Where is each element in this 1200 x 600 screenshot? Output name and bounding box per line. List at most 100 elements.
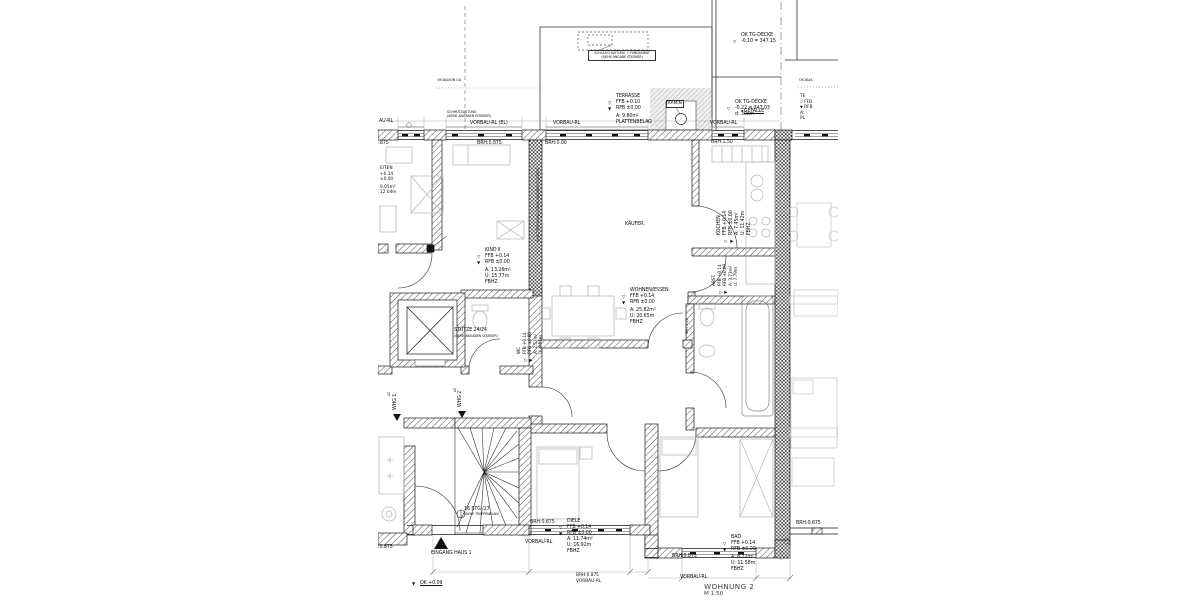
ok-balkon-label: OK BALKON OG xyxy=(437,78,461,82)
room-area: A: 11.74m² xyxy=(567,536,593,542)
brh-top-left-text: BRH:0.875 xyxy=(378,141,389,146)
room-ffb: FFB +0.14 xyxy=(522,332,528,354)
brh-bottom-right-text: BRH:0.875 xyxy=(672,554,697,559)
vorbau-rl-top-text: VORBAU-RL xyxy=(553,121,581,126)
markers xyxy=(393,235,466,549)
door-arcs xyxy=(397,205,738,532)
level-open-icon: ▽ xyxy=(608,99,612,105)
vorbau-rl-bottom-center: VORBAU-RL xyxy=(525,540,552,545)
room-label-neighbor-left: EITEN +0.14 ±0.00 9.05m² 12.04m xyxy=(380,166,397,196)
title-scale: M 1:50 xyxy=(704,591,724,597)
room-label-kind2: KIND II ▽FFB +0.14 ▼RFB ±0.00 A: 13.26m²… xyxy=(477,248,838,286)
level-filled-icon: ▼ xyxy=(412,580,416,586)
room-ffb: FFB +0.14 xyxy=(722,210,728,235)
vorbau-bottom-center-text: VORBAU-RL xyxy=(525,540,553,545)
room-label-neighbor-right: TE ▽ FFB ▼ RFB A: PL xyxy=(800,94,813,122)
stuetze-note: STÜTZE 24/24 (SIEHE ANGABEN STATIKER) xyxy=(446,328,838,338)
room-label-wc: WC ▽FFB +0.14 ▼RFB ±0.00 A: 2.57m² U: 6.… xyxy=(517,332,545,362)
vorbau-rl-top-label: VORBAU-RL xyxy=(553,121,580,126)
brh-label-top-center: BRH:0.875 xyxy=(477,141,502,146)
room-label-diele: DIELE ▽FFB +0.14 ▼RFB ±0.00 A: 11.74m² U… xyxy=(559,519,838,555)
nl-line: 9.05m² xyxy=(380,184,396,190)
room-rfb: RFB ±0.00 xyxy=(723,263,729,286)
room-name: WOHNEN/ESSEN xyxy=(630,288,669,294)
vorbau-rl-bottom-right: VORBAU-RL xyxy=(680,575,707,580)
room-heating: FBHZ xyxy=(746,222,752,235)
brh-label-bottom-center: BRH:0.875 xyxy=(530,520,555,525)
room-area: A: 9.80m² xyxy=(616,113,639,119)
level-filled-icon: ▼ xyxy=(622,299,626,305)
room-heating: FBHZ xyxy=(485,279,498,285)
nl-line: ±0.00 xyxy=(380,177,394,183)
room-label-abst: ABST. ▽FFB +0.14 ▼RFB ±0.00 A: 3.73m² U:… xyxy=(712,264,740,294)
brh-label-bottom-left: BRH:0.875 xyxy=(378,545,393,550)
elevator xyxy=(389,292,466,368)
brh-top-center-text: BRH:0.875 xyxy=(477,141,502,146)
brh-150-label: BRH:1.50 xyxy=(711,140,733,145)
room-perimeter: U: 7.79m xyxy=(734,267,740,286)
brh-bottom-center-text: BRH:0.875 xyxy=(530,520,555,525)
floorplan-crop-area: AU-RL SCHMUTZLEITUNG (SIEHE ANGABEN STAT… xyxy=(378,0,838,600)
trennwand-note: WHG-TRENNWAND (SIEHE ANGABEN STATIKER) xyxy=(536,168,540,242)
kamin-text: KAMIN xyxy=(668,101,682,106)
ramp-structure xyxy=(711,0,838,130)
walls-layer xyxy=(378,139,791,559)
brh-000-text: BRH:0.00 xyxy=(545,141,567,146)
eingang-text: EINGANG HAUS 1 xyxy=(431,551,472,556)
stuetze-line2: (SIEHE ANGABEN STATIKER) xyxy=(454,333,498,338)
whg1-text: WHG 1 xyxy=(393,393,398,410)
au-rl-text: AU-RL xyxy=(379,119,394,124)
brh-150-text: BRH:1.50 xyxy=(711,140,733,145)
nl-line: +0.14 xyxy=(380,171,394,177)
level-open-icon: ▽ xyxy=(722,239,728,243)
ok-balkon-right-label: OK BALK xyxy=(799,78,813,82)
vorbau-rl-ramp-text: VORBAU-RL xyxy=(710,121,738,126)
brh-label-far-right: BRH:0.875 xyxy=(796,521,821,526)
ok-aufzug-text: OK +0.09 xyxy=(420,580,443,586)
schlauch-line2: (SIEHE ANGABE STATIKER) xyxy=(601,55,643,60)
gefaelle-text: GEFÄLLE xyxy=(743,109,765,114)
brh-label-bottom-right: BRH:0.875 xyxy=(672,554,697,559)
room-finish: PLATTENBELAG xyxy=(616,119,652,125)
level-filled-icon: ▼ xyxy=(477,259,481,265)
room-rfb: RFB ±0.00 xyxy=(485,259,510,265)
nr-line: PL xyxy=(800,116,805,122)
room-heating: FBHZ xyxy=(567,548,580,554)
nr-line: TE xyxy=(800,94,806,99)
floorplan-drawing xyxy=(378,0,838,582)
brh-label-top-left: BRH:0.875 xyxy=(378,141,389,146)
whg1-marker: WHG 1 xyxy=(393,394,398,410)
leitung-line1: SCHMUTZLEITUNG xyxy=(447,110,477,114)
vorbau-bottom-right-text: VORBAU-RL xyxy=(680,575,708,580)
room-rfb: RFB ±0.00 xyxy=(731,546,756,552)
room-label-bad: BAD ▽FFB +0.14 ▼RFB ±0.00 A: 8.22m² U: 1… xyxy=(723,535,838,573)
room-rfb: RFB ±0.00 xyxy=(528,331,534,354)
level-filled-icon: ▼ xyxy=(608,105,612,111)
tg-decke-note-1: OK TG-DECKE ▽-0.10 = 347.15 xyxy=(733,33,838,45)
room-name: DIELE xyxy=(567,518,581,524)
room-ffb: FFB +0.14 xyxy=(717,264,723,286)
ok-balkon-text: OK BALKON OG xyxy=(437,78,462,82)
room-rfb: RFB ±0.00 xyxy=(728,210,734,235)
brh-far-right-text: BRH:0.875 xyxy=(796,521,821,526)
brh-000-label: BRH:0.00 xyxy=(545,141,567,146)
tg-decke-note-2: OK TG-DECKE ▽-0.22 = 347.03 d: 30cm xyxy=(727,100,838,118)
kaeufer-text: KÄUFER: xyxy=(625,222,645,227)
room-perimeter: U: 6.51m xyxy=(539,335,545,354)
room-ffb: FFB +0.10 xyxy=(616,99,641,105)
level-filled-icon: ▼ xyxy=(559,530,563,536)
room-label-terrasse: TERRASSE ▽FFB +0.10 ▼RFB ±0.00 A: 9.80m²… xyxy=(608,94,838,126)
arrow-left-icon: ◄ xyxy=(740,108,743,113)
level-filled-icon: ▼ xyxy=(728,239,734,243)
drawing-title: WOHNUNG 2 M 1:50 xyxy=(704,582,754,597)
room-perimeter: U: 11.58m xyxy=(731,560,756,566)
stg-line2: (SIEHE TREPPENPLAN) xyxy=(464,512,499,516)
ok-balkon-right-text: OK BALK xyxy=(799,78,813,82)
room-perimeter: U: 15.77m xyxy=(485,273,510,279)
level-open-icon: ▽ xyxy=(727,105,731,111)
nr-line: RFB xyxy=(804,105,813,111)
level-filled-icon: ▼ xyxy=(528,358,534,362)
room-name: KIND II xyxy=(485,247,501,253)
brh-bottom-left-text: BRH:0.875 xyxy=(378,545,393,550)
tg2-line3: d: 30cm xyxy=(735,111,754,117)
